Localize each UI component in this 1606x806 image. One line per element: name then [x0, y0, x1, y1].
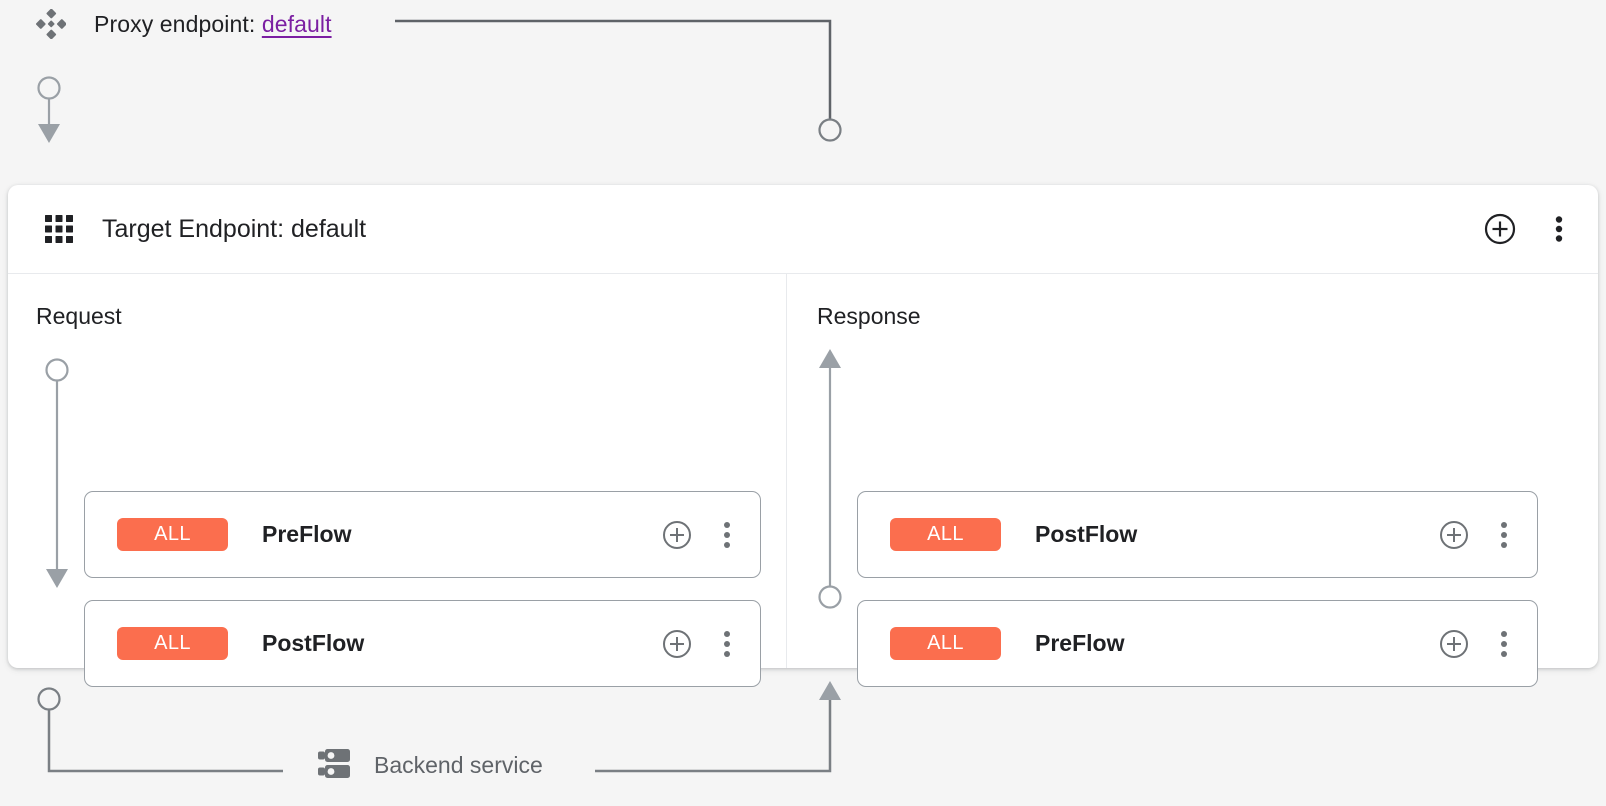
- status-badge: ALL: [117, 627, 228, 660]
- target-endpoint-header: Target Endpoint: default: [8, 185, 1598, 274]
- flow-name-label: PreFlow: [1035, 630, 1125, 656]
- more-vert-icon[interactable]: [1546, 213, 1572, 245]
- request-column: Request ALL PreFlow: [8, 274, 786, 687]
- plus-circle-icon[interactable]: [662, 629, 692, 659]
- response-column: Response ALL PostFlow: [786, 274, 1597, 687]
- response-column-title: Response: [817, 303, 921, 329]
- page-title: Target Endpoint: default: [102, 214, 367, 243]
- request-column-title: Request: [36, 303, 122, 329]
- flow-card-actions: [662, 629, 738, 659]
- flow-card-request-postflow[interactable]: ALL PostFlow: [84, 600, 761, 687]
- server-stack-icon: [318, 748, 350, 782]
- panel-header-actions: [1484, 213, 1572, 245]
- status-badge: ALL: [890, 627, 1001, 660]
- flow-card-request-preflow[interactable]: ALL PreFlow: [84, 491, 761, 578]
- backend-service-label: Backend service: [374, 751, 543, 778]
- plus-circle-icon[interactable]: [662, 520, 692, 550]
- flow-columns: Request ALL PreFlow: [8, 274, 1598, 687]
- flow-card-actions: [1439, 520, 1515, 550]
- plus-circle-icon[interactable]: [1439, 520, 1469, 550]
- more-vert-icon[interactable]: [716, 520, 738, 550]
- more-vert-icon[interactable]: [716, 629, 738, 659]
- target-endpoint-panel: Target Endpoint: default: [8, 185, 1598, 687]
- grid-apps-icon: [44, 214, 74, 244]
- status-badge: ALL: [117, 518, 228, 551]
- flow-card-actions: [1439, 629, 1515, 659]
- flow-card-response-postflow[interactable]: ALL PostFlow: [857, 491, 1538, 578]
- flow-card-actions: [662, 520, 738, 550]
- proxy-endpoint-diamond-icon: [36, 8, 67, 40]
- flow-name-label: PreFlow: [262, 521, 352, 547]
- flow-name-label: PostFlow: [262, 630, 365, 656]
- flow-card-response-preflow[interactable]: ALL PreFlow: [857, 600, 1538, 687]
- status-badge: ALL: [890, 518, 1001, 551]
- proxy-endpoint-label-text: Proxy endpoint:: [94, 10, 256, 37]
- proxy-endpoint-link[interactable]: default: [261, 10, 332, 37]
- proxy-endpoint-label: Proxy endpoint: default: [94, 11, 332, 38]
- more-vert-icon[interactable]: [1493, 520, 1515, 550]
- plus-circle-icon[interactable]: [1484, 213, 1516, 245]
- plus-circle-icon[interactable]: [1439, 629, 1469, 659]
- backend-service-row: Backend service: [318, 748, 543, 782]
- proxy-endpoint-row: Proxy endpoint: default: [0, 0, 1606, 48]
- flow-name-label: PostFlow: [1035, 521, 1138, 547]
- more-vert-icon[interactable]: [1493, 629, 1515, 659]
